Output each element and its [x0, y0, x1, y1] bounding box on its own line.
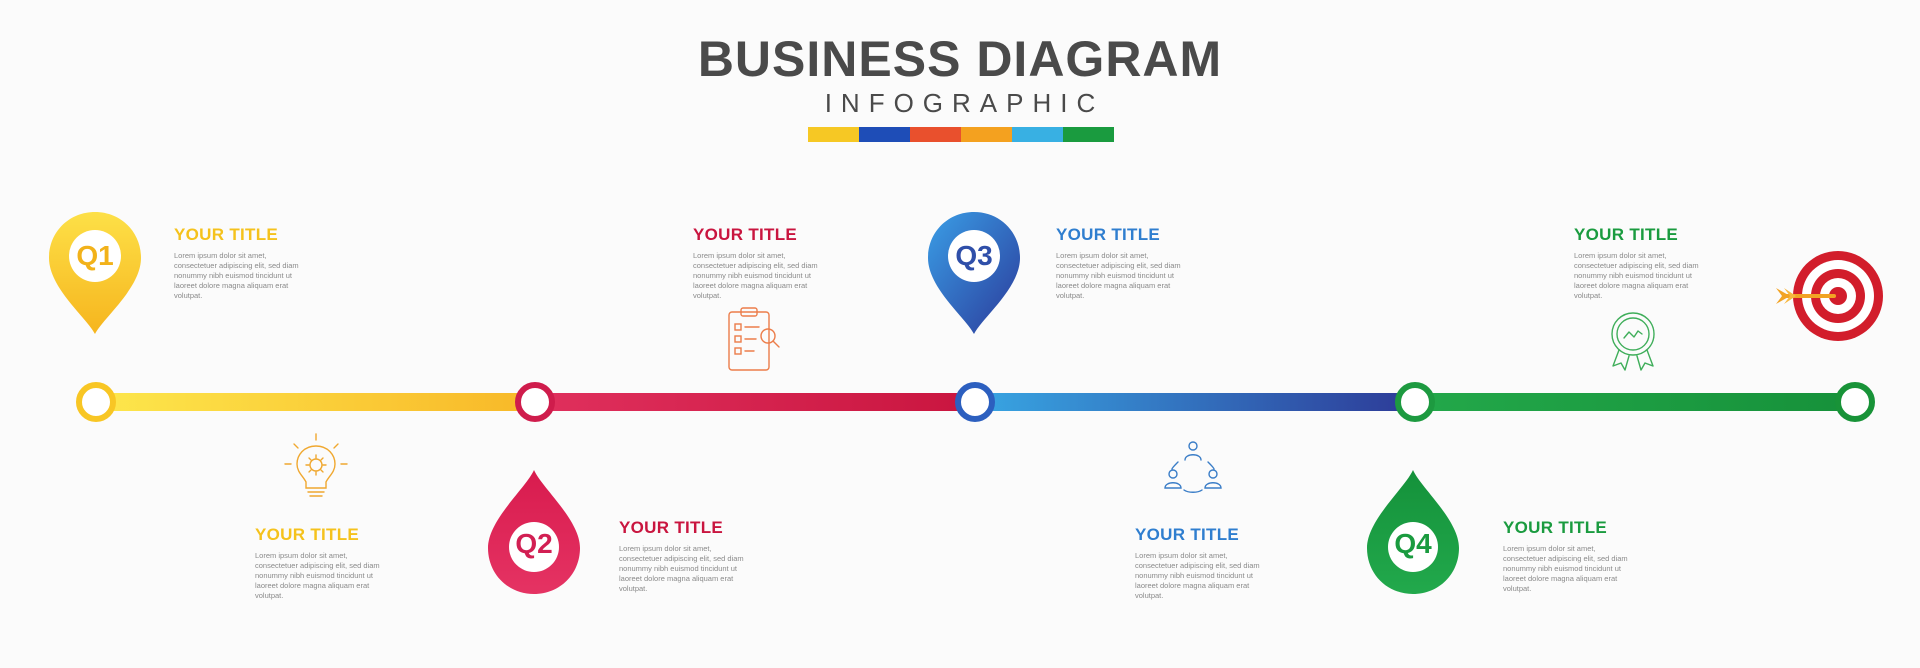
step-5-body: Lorem ipsum dolor sit amet, consectetuer…: [1056, 251, 1181, 300]
step-7-body: Lorem ipsum dolor sit amet, consectetuer…: [1574, 251, 1699, 300]
q2-drop-marker: Q2: [486, 468, 582, 596]
timeline-segment-3: [975, 393, 1415, 411]
timeline-node-3: [955, 382, 995, 422]
team-network-icon: [1164, 441, 1222, 493]
lightbulb-gear-icon: [284, 433, 348, 497]
step-7-title: YOUR TITLE: [1574, 225, 1679, 244]
color-swatch-yellow: [808, 127, 859, 142]
step-2-block: YOUR TITLE Lorem ipsum dolor sit amet, c…: [255, 525, 380, 601]
page-title: BUSINESS DIAGRAM: [697, 31, 1223, 87]
drop-icon: [1367, 470, 1459, 594]
step-1-block: YOUR TITLE Lorem ipsum dolor sit amet, c…: [174, 225, 299, 301]
q3-pin-marker: Q3: [926, 210, 1022, 336]
page-subtitle: INFOGRAPHIC: [824, 88, 1105, 118]
color-swatch-orange: [961, 127, 1012, 142]
step-1-title: YOUR TITLE: [174, 225, 279, 244]
timeline-segment-2: [535, 393, 975, 411]
q1-label: Q1: [76, 240, 114, 271]
q1-pin-marker: Q1: [47, 210, 143, 336]
color-swatch-green: [1063, 127, 1114, 142]
step-3-body: Lorem ipsum dolor sit amet, consectetuer…: [693, 251, 818, 300]
step-2-body: Lorem ipsum dolor sit amet, consectetuer…: [255, 551, 380, 600]
target-arrow-icon: [1776, 251, 1883, 341]
timeline-segment-4: [1415, 393, 1855, 411]
color-swatch-blue: [859, 127, 910, 142]
q2-label: Q2: [515, 528, 553, 559]
step-5-title: YOUR TITLE: [1056, 225, 1161, 244]
step-3-block: YOUR TITLE Lorem ipsum dolor sit amet, c…: [693, 225, 818, 301]
step-1-body: Lorem ipsum dolor sit amet, consectetuer…: [174, 251, 299, 300]
drop-icon: [488, 470, 580, 594]
timeline-node-1: [76, 382, 116, 422]
step-4-block: YOUR TITLE Lorem ipsum dolor sit amet, c…: [619, 518, 744, 594]
timeline-node-5: [1835, 382, 1875, 422]
step-7-block: YOUR TITLE Lorem ipsum dolor sit amet, c…: [1574, 225, 1699, 301]
q4-label: Q4: [1394, 528, 1432, 559]
color-bar: [808, 127, 1114, 142]
step-5-block: YOUR TITLE Lorem ipsum dolor sit amet, c…: [1056, 225, 1181, 301]
step-2-title: YOUR TITLE: [255, 525, 360, 544]
step-8-block: YOUR TITLE Lorem ipsum dolor sit amet, c…: [1503, 518, 1628, 594]
timeline-segment-1: [95, 393, 535, 411]
q4-drop-marker: Q4: [1365, 468, 1461, 596]
step-6-body: Lorem ipsum dolor sit amet, consectetuer…: [1135, 551, 1260, 600]
step-3-title: YOUR TITLE: [693, 225, 798, 244]
step-8-body: Lorem ipsum dolor sit amet, consectetuer…: [1503, 544, 1628, 593]
step-8-title: YOUR TITLE: [1503, 518, 1608, 537]
map-pin-icon: [928, 212, 1020, 334]
map-pin-icon: [49, 212, 141, 334]
step-4-body: Lorem ipsum dolor sit amet, consectetuer…: [619, 544, 744, 593]
step-4-title: YOUR TITLE: [619, 518, 724, 537]
timeline-node-4: [1395, 382, 1435, 422]
clipboard-search-icon: [728, 307, 780, 371]
step-6-block: YOUR TITLE Lorem ipsum dolor sit amet, c…: [1135, 525, 1260, 601]
color-swatch-light-blue: [1012, 127, 1063, 142]
step-6-title: YOUR TITLE: [1135, 525, 1240, 544]
color-swatch-red: [910, 127, 961, 142]
award-badge-icon: [1611, 312, 1655, 371]
q3-label: Q3: [955, 240, 993, 271]
timeline-node-2: [515, 382, 555, 422]
